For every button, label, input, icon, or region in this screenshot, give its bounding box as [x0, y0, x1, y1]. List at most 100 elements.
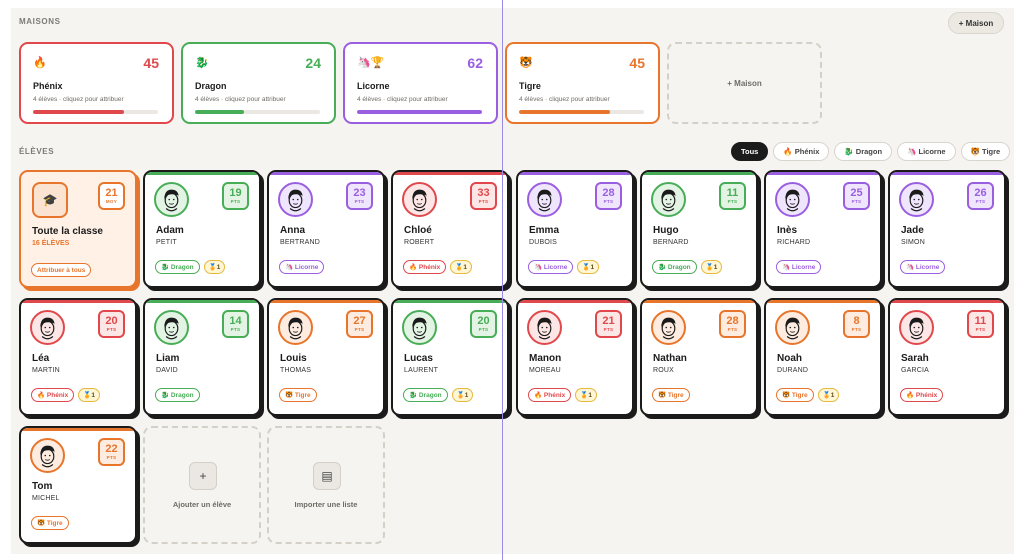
house-color-bar: [145, 300, 259, 303]
points-unit: PTS: [230, 198, 241, 204]
house-tag: 🦄 Licorne: [528, 260, 574, 274]
avatar: [30, 310, 65, 345]
student-tags: 🔥 Phénix 🏅1: [403, 260, 472, 274]
house-color-bar: [890, 172, 1004, 175]
student-last-name: GARCIA: [901, 367, 930, 374]
medal-badge: 🏅1: [577, 260, 600, 274]
tiger-icon: 🐯: [519, 57, 533, 69]
add-student-card[interactable]: + Ajouter un élève: [143, 426, 261, 544]
points-value: 11: [974, 314, 987, 327]
guide-line: [502, 0, 503, 560]
filter-chip-1[interactable]: 🔥 Phénix: [773, 142, 830, 161]
house-tag: 🔥 Phénix: [403, 260, 447, 274]
student-last-name: DAVID: [156, 367, 178, 374]
house-tag: 🦄 Licorne: [776, 260, 822, 274]
import-list-card[interactable]: ▤ Importer une liste: [267, 426, 385, 544]
student-tags: 🦄 Licorne: [279, 260, 325, 274]
medal-icon: 🏅: [83, 392, 92, 399]
points-value: 8: [853, 314, 860, 327]
filter-chip-0[interactable]: Tous: [731, 142, 769, 161]
assign-all-button[interactable]: Attribuer à tous: [31, 263, 92, 277]
medal-icon: 🏅: [456, 392, 465, 399]
student-last-name: BERNARD: [653, 239, 689, 246]
medal-count: 1: [463, 263, 467, 271]
student-first-name: Nathan: [653, 353, 687, 364]
unicorn-trophy-icon: 🦄🏆: [357, 57, 385, 69]
avatar: [402, 182, 437, 217]
points-value: 28: [726, 314, 739, 327]
student-tags: 🦄 Licorne: [900, 260, 946, 274]
student-first-name: Emma: [529, 225, 560, 236]
student-tags: 🐉 Dragon🏅1: [652, 260, 723, 274]
class-card[interactable]: 🎓 21 MOY Toute la classe 16 ÉLÈVES Attri…: [19, 170, 137, 288]
student-first-name: Hugo: [653, 225, 679, 236]
medal-count: 1: [588, 391, 592, 399]
medal-icon: 🏅: [582, 264, 591, 271]
house-color-bar: [393, 300, 507, 303]
house-tag: 🔥 Phénix: [528, 388, 572, 402]
house-tag: 🐉 Dragon: [652, 260, 697, 274]
points-unit: PTS: [603, 326, 614, 332]
avatar: [30, 438, 65, 473]
house-color-bar: [766, 300, 880, 303]
points-unit: PTS: [106, 326, 117, 332]
house-progress-bar: [357, 110, 482, 114]
house-tag: 🔥 Phénix: [900, 388, 944, 402]
house-color-bar: [21, 300, 135, 303]
points-value: 26: [974, 186, 987, 199]
filter-chip-3[interactable]: 🦄 Licorne: [897, 142, 956, 161]
student-last-name: RICHARD: [777, 239, 811, 246]
student-first-name: Chloé: [404, 225, 432, 236]
class-average-value: 21: [105, 186, 118, 199]
house-color-bar: [766, 172, 880, 175]
student-tags: 🦄 Licorne🏅1: [528, 260, 600, 274]
class-card-title: Toute la classe: [32, 226, 103, 237]
add-house-button[interactable]: + Maison: [948, 12, 1004, 34]
student-tags: 🐉 Dragon🏅1: [155, 260, 226, 274]
house-subtitle: 4 élèves · cliquez pour attribuer: [195, 96, 286, 103]
points-unit: PTS: [478, 326, 489, 332]
points-value: 21: [602, 314, 615, 327]
student-tags: 🐯 Tigre🏅1: [776, 388, 840, 402]
student-tags: 🐯 Tigre: [652, 388, 690, 402]
points-value: 23: [353, 186, 366, 199]
medal-icon: 🏅: [455, 264, 464, 271]
student-first-name: Lucas: [404, 353, 433, 364]
house-tag: 🐯 Tigre: [279, 388, 317, 402]
student-tags: 🔥 Phénix🏅1: [31, 388, 100, 402]
avatar: [527, 182, 562, 217]
points-unit: PTS: [727, 198, 738, 204]
medal-count: 1: [216, 263, 221, 271]
filter-chip-4[interactable]: 🐯 Tigre: [960, 142, 1011, 161]
medal-badge: 🏅1: [817, 388, 840, 402]
filter-chip-2[interactable]: 🐉 Dragon: [834, 142, 893, 161]
add-house-card[interactable]: + Maison: [667, 42, 822, 124]
points-unit: PTS: [851, 198, 862, 204]
student-tags: 🐉 Dragon🏅1: [403, 388, 474, 402]
